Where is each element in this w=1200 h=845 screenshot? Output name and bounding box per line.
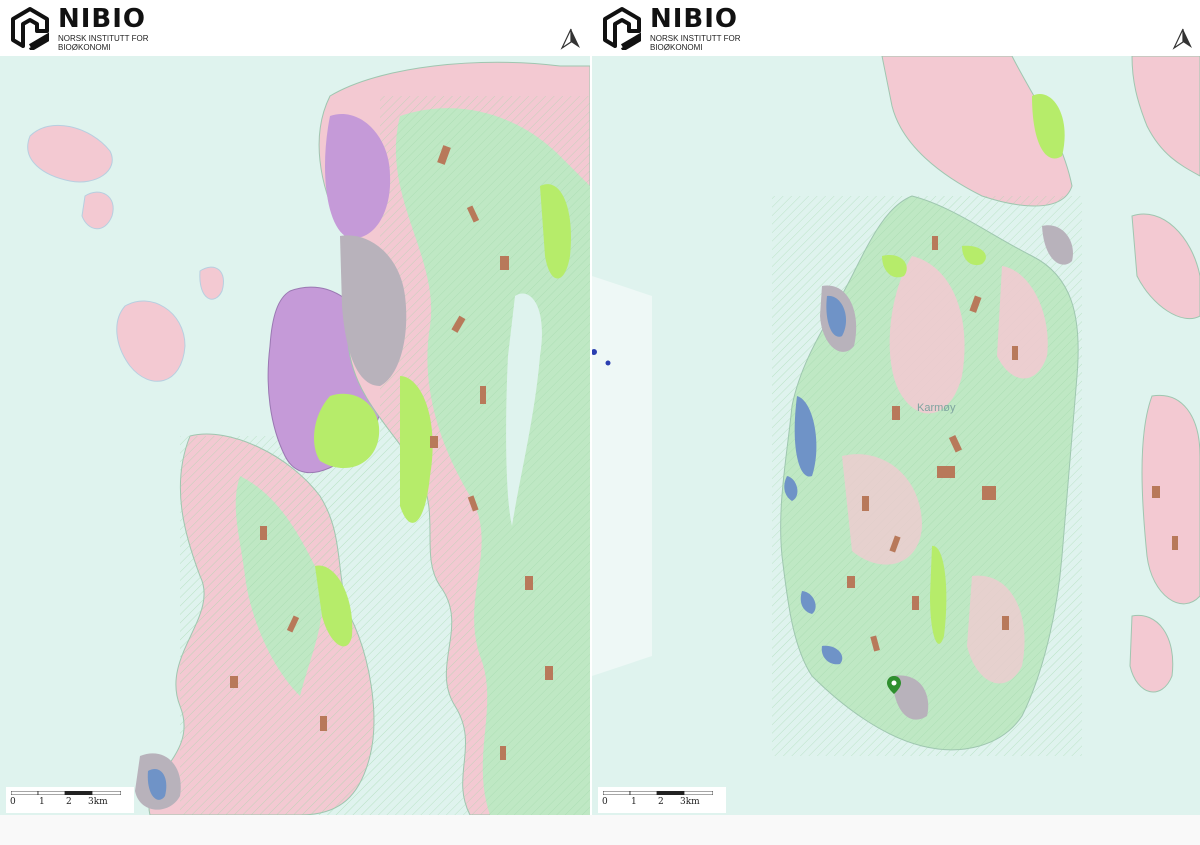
location-pin-icon[interactable] bbox=[887, 676, 901, 694]
scale-label: 2 bbox=[658, 797, 664, 807]
map-point bbox=[592, 349, 597, 355]
nibio-logo-icon bbox=[603, 7, 641, 50]
map-header: NIBIO NORSK INSTITUTT FOR BIOØKONOMI bbox=[0, 0, 590, 56]
clearcut-patches bbox=[847, 236, 1178, 652]
forest-bright bbox=[930, 545, 947, 644]
forest-bright bbox=[1032, 94, 1065, 159]
scale-label: 0 bbox=[602, 797, 608, 807]
forest-bright bbox=[540, 184, 571, 279]
forest-bright bbox=[962, 245, 986, 266]
scale-label: 3km bbox=[88, 797, 108, 807]
scale-bar: 0 1 2 3km bbox=[6, 787, 134, 813]
north-arrow-icon[interactable] bbox=[1172, 28, 1194, 50]
map-canvas[interactable] bbox=[0, 56, 590, 815]
brand-tagline: NORSK INSTITUTT FOR BIOØKONOMI bbox=[58, 34, 149, 52]
island bbox=[27, 124, 113, 183]
land-pink bbox=[967, 575, 1025, 684]
island bbox=[199, 266, 224, 300]
brand-name: NIBIO bbox=[58, 4, 147, 34]
island bbox=[1131, 56, 1200, 177]
scale-label: 1 bbox=[39, 797, 45, 807]
forest-bright bbox=[882, 255, 907, 278]
land-pink bbox=[889, 256, 965, 414]
land-pink bbox=[997, 266, 1048, 379]
island bbox=[81, 191, 114, 230]
fjord bbox=[506, 293, 542, 526]
scale-label: 3km bbox=[680, 797, 700, 807]
island bbox=[1129, 614, 1174, 693]
island bbox=[116, 300, 186, 382]
bog-area bbox=[147, 768, 167, 800]
brand-name: NIBIO bbox=[650, 4, 739, 34]
clearcut-patches bbox=[230, 145, 553, 760]
island bbox=[1141, 394, 1200, 605]
forest-bright bbox=[400, 376, 433, 523]
scale-bar: 0 1 2 3km bbox=[598, 787, 726, 813]
north-arrow-icon[interactable] bbox=[560, 28, 582, 50]
forest-bright bbox=[315, 565, 353, 647]
land-pink bbox=[842, 454, 922, 565]
place-label-karmoy: Karmøy bbox=[917, 402, 956, 414]
map-panel-right: NIBIO NORSK INSTITUTT FOR BIOØKONOMI bbox=[592, 0, 1200, 815]
scale-label: 1 bbox=[631, 797, 637, 807]
footer-strip bbox=[0, 815, 1200, 845]
urban-area bbox=[325, 114, 391, 238]
built-area bbox=[340, 235, 407, 386]
map-panel-left: NIBIO NORSK INSTITUTT FOR BIOØKONOMI bbox=[0, 0, 590, 815]
map-point bbox=[605, 360, 611, 366]
map-header: NIBIO NORSK INSTITUTT FOR BIOØKONOMI bbox=[592, 0, 1200, 56]
built-area bbox=[1042, 225, 1073, 265]
island bbox=[1131, 213, 1200, 320]
built-area bbox=[892, 675, 929, 720]
brand-tagline: NORSK INSTITUTT FOR BIOØKONOMI bbox=[650, 34, 741, 52]
scale-label: 0 bbox=[10, 797, 16, 807]
bog-areas bbox=[784, 295, 847, 665]
forest-bright bbox=[314, 393, 380, 469]
sea-lighter bbox=[592, 276, 652, 676]
scale-label: 2 bbox=[66, 797, 72, 807]
nibio-logo-icon bbox=[11, 7, 49, 50]
map-canvas[interactable]: Karmøy bbox=[592, 56, 1200, 815]
